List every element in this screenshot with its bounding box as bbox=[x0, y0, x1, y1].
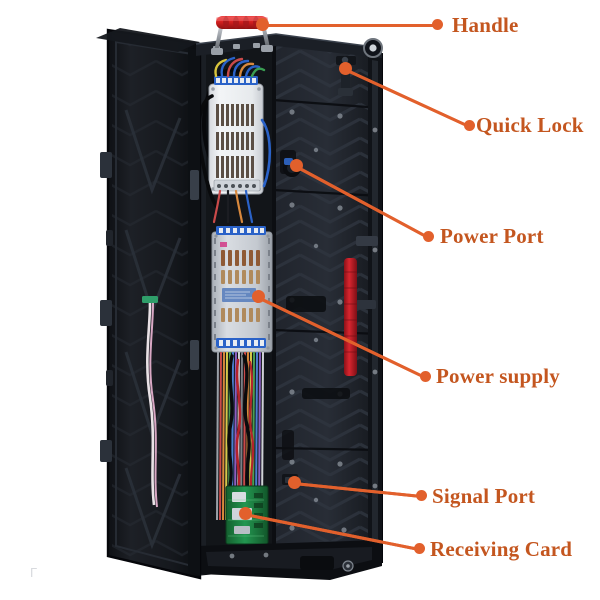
annotation-label-receiving-card: Receiving Card bbox=[430, 537, 573, 561]
leader-line-handle bbox=[262, 24, 437, 27]
cabinet-handle bbox=[211, 16, 273, 55]
callout-dot-receiving-card bbox=[239, 507, 252, 520]
label-dot-receiving-card bbox=[414, 543, 425, 554]
callout-dot-power-supply bbox=[252, 290, 265, 303]
corner-watermark: Γ bbox=[30, 565, 38, 580]
power-cables bbox=[227, 354, 255, 498]
power-supply-unit-top bbox=[208, 76, 264, 195]
label-dot-quick-lock bbox=[464, 120, 475, 131]
label-dot-handle bbox=[432, 19, 443, 30]
annotation-label-quick-lock: Quick Lock bbox=[476, 113, 584, 137]
callout-dot-power-port bbox=[290, 159, 303, 172]
label-dot-signal-port bbox=[416, 490, 427, 501]
power-supply-unit-middle bbox=[211, 226, 273, 353]
annotation-label-power-supply: Power supply bbox=[436, 364, 560, 388]
callout-dot-handle bbox=[256, 18, 269, 31]
label-dot-power-port bbox=[423, 231, 434, 242]
annotation-label-handle: Handle bbox=[452, 13, 519, 37]
cabinet-door-panel bbox=[100, 28, 202, 580]
annotation-label-signal-port: Signal Port bbox=[432, 484, 536, 508]
cabinet-base bbox=[196, 540, 382, 580]
label-dot-power-supply bbox=[420, 371, 431, 382]
wiring-harness-top bbox=[197, 56, 272, 224]
callout-dot-quick-lock bbox=[339, 62, 352, 75]
red-vertical-bar bbox=[344, 258, 357, 376]
callout-dot-signal-port bbox=[288, 476, 301, 489]
annotation-label-power-port: Power Port bbox=[440, 224, 544, 248]
